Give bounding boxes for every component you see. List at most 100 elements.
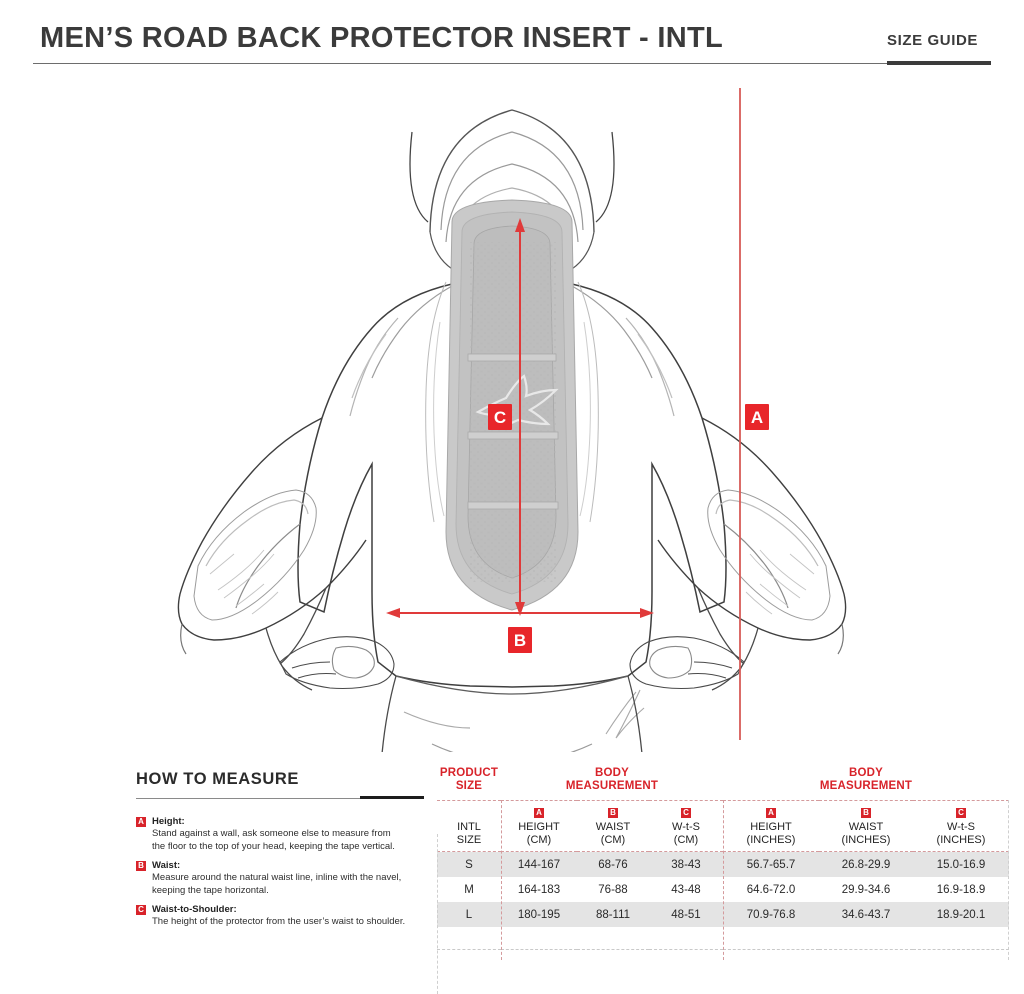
alpinestars-arm-logo bbox=[209, 549, 279, 615]
chip-a-icon: A bbox=[136, 817, 146, 827]
chip-b-icon: B bbox=[861, 808, 871, 818]
rider-illustration: A C B bbox=[0, 72, 1024, 752]
table-row-spacer bbox=[437, 927, 1009, 950]
measure-term-height: Height: bbox=[152, 816, 185, 827]
how-to-measure-panel: HOW TO MEASURE A Height: Stand against a… bbox=[136, 770, 426, 936]
table-row: L 180-195 88-111 48-51 70.9-76.8 34.6-43… bbox=[437, 902, 1009, 927]
cell-waist-inches: 34.6-43.7 bbox=[819, 902, 913, 927]
table-header-row: INTL SIZE A HEIGHT (CM) B WAIST (CM) bbox=[437, 800, 1009, 852]
measure-arrow-b-left bbox=[386, 608, 400, 618]
chip-c-icon: C bbox=[136, 905, 146, 915]
table-group-headers: PRODUCT SIZE BODY MEASUREMENT BODY MEASU… bbox=[437, 766, 1009, 800]
cell-spacer bbox=[649, 927, 723, 950]
page-header: MEN’S ROAD BACK PROTECTOR INSERT - INTL … bbox=[0, 0, 1024, 72]
left-hand bbox=[279, 636, 395, 690]
col-header-intl-size: INTL SIZE bbox=[437, 800, 501, 852]
col-header-wts-inches: C W-t-S (INCHES) bbox=[913, 800, 1009, 852]
protector-band bbox=[467, 353, 557, 362]
back-protector bbox=[425, 199, 599, 611]
table-sep-left bbox=[437, 834, 438, 994]
cell-spacer bbox=[913, 927, 1009, 950]
chip-a-icon: A bbox=[534, 808, 544, 818]
chip-c-icon: C bbox=[681, 808, 691, 818]
how-to-measure-list: A Height: Stand against a wall, ask some… bbox=[136, 816, 426, 929]
cell-wts-cm: 38-43 bbox=[649, 851, 723, 877]
measure-term-waist: Waist: bbox=[152, 860, 181, 871]
measure-term-waist-to-shoulder: Waist-to-Shoulder: bbox=[152, 904, 237, 915]
right-hand bbox=[605, 636, 745, 739]
cell-height-inches: 70.9-76.8 bbox=[723, 902, 819, 927]
header-divider-thin bbox=[33, 63, 991, 64]
cell-waist-cm: 76-88 bbox=[598, 883, 628, 896]
figure-outline bbox=[177, 109, 847, 752]
group-header-body-measurement-cm: BODY MEASUREMENT bbox=[565, 767, 659, 792]
group-header-product-size: PRODUCT SIZE bbox=[439, 767, 499, 792]
how-to-measure-divider bbox=[136, 796, 424, 800]
how-to-measure-title: HOW TO MEASURE bbox=[136, 770, 300, 788]
cell-waist-inches: 29.9-34.6 bbox=[841, 883, 891, 896]
cell-wts-inches: 15.0-16.9 bbox=[913, 851, 1009, 877]
measure-desc-height-line1: Stand against a wall, ask someone else t… bbox=[152, 828, 391, 839]
chip-b-icon: B bbox=[608, 808, 618, 818]
alpinestars-arm-logo-right bbox=[745, 549, 815, 615]
marker-a: A bbox=[745, 404, 769, 430]
col-header-wts-cm: C W-t-S (CM) bbox=[649, 800, 723, 852]
size-table: INTL SIZE A HEIGHT (CM) B WAIST (CM) bbox=[437, 800, 1009, 950]
cell-height-inches: 64.6-72.0 bbox=[746, 883, 796, 896]
measure-arrow-c-bottom bbox=[515, 602, 525, 616]
bottom-section: HOW TO MEASURE A Height: Stand against a… bbox=[0, 760, 1024, 994]
col-header-height-inches: A HEIGHT (INCHES) bbox=[723, 800, 819, 852]
marker-a-label: A bbox=[751, 408, 763, 427]
size-table-panel: PRODUCT SIZE BODY MEASUREMENT BODY MEASU… bbox=[437, 766, 1009, 994]
how-to-measure-item-c: C Waist-to-Shoulder: The height of the p… bbox=[136, 904, 426, 929]
measure-arrow-c-top bbox=[515, 218, 525, 232]
marker-b-label: B bbox=[514, 631, 526, 650]
marker-b: B bbox=[508, 627, 532, 653]
table-sep-right bbox=[1008, 800, 1009, 960]
cell-spacer bbox=[577, 927, 649, 950]
marker-c: C bbox=[488, 404, 512, 430]
size-guide-badge: SIZE GUIDE bbox=[886, 32, 978, 49]
cell-spacer bbox=[723, 927, 819, 950]
protector-band bbox=[467, 431, 559, 440]
cell-wts-cm: 43-48 bbox=[671, 883, 701, 896]
how-to-measure-divider-thick bbox=[360, 796, 424, 799]
table-row: M 164-183 76-88 43-48 64.6-72.0 29.9-34.… bbox=[437, 877, 1009, 902]
table-sep-1 bbox=[501, 800, 502, 960]
measure-desc-height-line2: the floor to the top of your head, keepi… bbox=[152, 840, 395, 852]
marker-c-label: C bbox=[494, 408, 506, 427]
chip-c-icon: C bbox=[956, 808, 966, 818]
measure-arrow-b-right bbox=[640, 608, 654, 618]
cell-wts-cm: 48-51 bbox=[649, 902, 723, 927]
measure-desc-waist-line2: keeping the tape horizontal. bbox=[152, 884, 269, 896]
cell-height-cm: 180-195 bbox=[501, 902, 577, 927]
col-header-height-cm: A HEIGHT (CM) bbox=[501, 800, 577, 852]
cell-spacer bbox=[437, 927, 501, 950]
chip-slot-empty bbox=[437, 806, 501, 818]
cell-height-inches: 56.7-65.7 bbox=[723, 851, 819, 877]
chip-a-icon: A bbox=[766, 808, 776, 818]
how-to-measure-item-b: B Waist: Measure around the natural wais… bbox=[136, 860, 426, 897]
header-divider bbox=[33, 61, 991, 66]
rider-illustration-svg: A C B bbox=[177, 88, 847, 752]
measure-desc-waist-line1: Measure around the natural waist line, i… bbox=[152, 872, 402, 883]
cell-spacer bbox=[501, 927, 577, 950]
cell-waist-cm: 88-111 bbox=[577, 902, 649, 927]
table-row: S 144-167 68-76 38-43 56.7-65.7 26.8-29.… bbox=[437, 851, 1009, 877]
col-header-waist-inches: B WAIST (INCHES) bbox=[819, 800, 913, 852]
chip-b-icon: B bbox=[136, 861, 146, 871]
cell-wts-inches: 16.9-18.9 bbox=[936, 883, 986, 896]
cell-size: M bbox=[464, 883, 474, 896]
how-to-measure-item-a: A Height: Stand against a wall, ask some… bbox=[136, 816, 426, 853]
protector-band bbox=[467, 501, 559, 510]
cell-waist-inches: 26.8-29.9 bbox=[819, 851, 913, 877]
measurement-lines bbox=[386, 88, 741, 740]
cell-height-cm: 144-167 bbox=[501, 851, 577, 877]
group-header-body-measurement-inches: BODY MEASUREMENT bbox=[819, 767, 913, 792]
cell-height-cm: 164-183 bbox=[517, 883, 561, 896]
cell-size: L bbox=[437, 902, 501, 927]
cell-spacer bbox=[819, 927, 913, 950]
cell-size: S bbox=[437, 851, 501, 877]
col-header-waist-cm: B WAIST (CM) bbox=[577, 800, 649, 852]
table-sep-2 bbox=[723, 800, 724, 960]
